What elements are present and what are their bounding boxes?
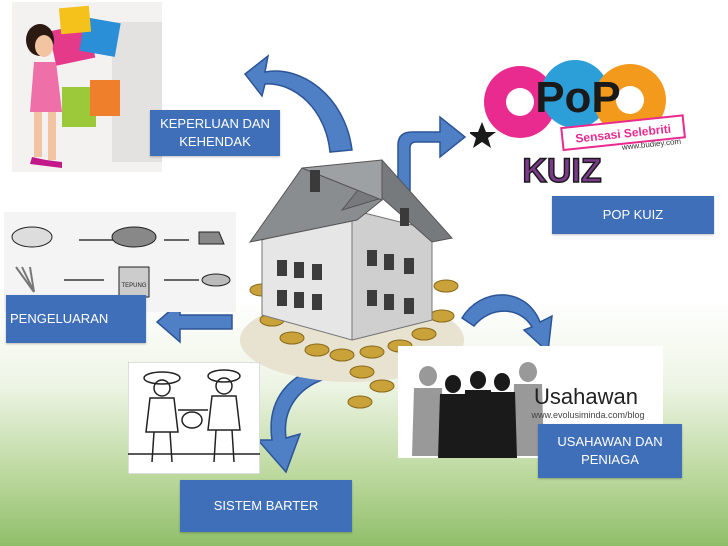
arrow-to-pengeluaran — [155, 300, 233, 344]
label-keperluan-dan-kehendak: KEPERLUAN DAN KEHENDAK — [150, 110, 280, 156]
label-usahawan-dan-peniaga: USAHAWAN DAN PENIAGA — [538, 424, 682, 478]
label-pengeluaran: PENGELUARAN — [6, 295, 146, 343]
svg-text:KUIZ: KUIZ — [522, 152, 601, 190]
star-icon — [470, 122, 496, 148]
arrow-to-pop-kuiz — [397, 115, 467, 199]
arrow-to-barter — [256, 365, 329, 474]
svg-text:TEPUNG: TEPUNG — [121, 283, 146, 289]
pop-kuiz-logo: PoP Sensasi Selebriti www.budiey.com KUI… — [470, 60, 687, 191]
label-pop-kuiz-text: POP KUIZ — [602, 207, 664, 223]
house-coins-icon — [240, 159, 464, 409]
label-barter-text: SISTEM BARTER — [213, 498, 319, 514]
arrow-to-keperluan — [243, 54, 353, 153]
label-usahawan-text: USAHAWAN DAN PENIAGA — [557, 434, 663, 467]
label-pengeluaran-text: PENGELUARAN — [10, 311, 109, 327]
businessmen-icon: Usahawan www.evolusiminda.com/blog — [398, 346, 663, 458]
svg-text:PoP: PoP — [535, 73, 621, 122]
label-keperluan-text: KEPERLUAN DAN KEHENDAK — [160, 116, 270, 149]
arrow-to-usahawan — [460, 294, 553, 354]
svg-text:Usahawan: Usahawan — [534, 384, 638, 409]
barter-trade-icon — [128, 362, 260, 474]
label-sistem-barter: SISTEM BARTER — [180, 480, 352, 532]
svg-text:www.evolusiminda.com/blog: www.evolusiminda.com/blog — [530, 410, 644, 420]
shopping-woman-icon — [12, 2, 162, 172]
label-pop-kuiz: POP KUIZ — [552, 196, 714, 234]
